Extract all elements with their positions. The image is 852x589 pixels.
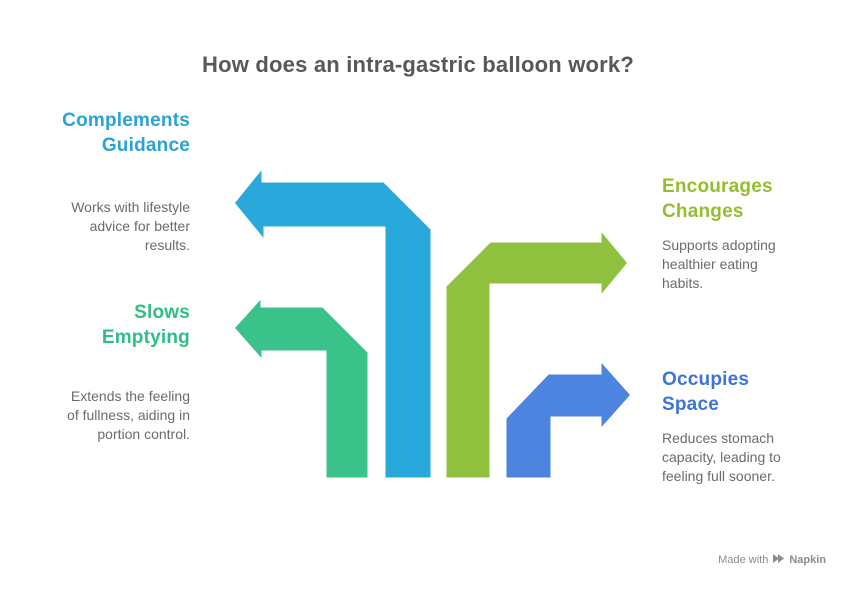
occupies-space-body: Reduces stomach capacity, leading to fee… [662,430,781,484]
watermark-brand-label: Napkin [789,554,826,566]
slows-emptying-body: Extends the feeling of fullness, aiding … [67,388,190,442]
section-complements-guidance: Complements Guidance Works with lifestyl… [0,108,190,255]
occupies-space-heading: Occupies Space [662,369,750,415]
napkin-logo-icon [772,553,785,567]
arrow-slows-emptying [230,292,371,481]
arrow-encourages-changes [443,223,631,481]
arrow-occupies-space [503,355,635,481]
section-encourages-changes: Encourages Changes Supports adopting hea… [662,174,842,293]
slows-emptying-heading: Slows Emptying [101,302,190,348]
complements-guidance-heading: Complements Guidance [62,110,190,156]
section-occupies-space: Occupies Space Reduces stomach capacity,… [662,367,842,486]
encourages-changes-body: Supports adopting healthier eating habit… [662,237,776,291]
arrow-complements-guidance [231,161,434,481]
watermark: Made with Napkin [718,553,826,567]
page-title: How does an intra-gastric balloon work? [202,52,634,77]
complements-guidance-body: Works with lifestyle advice for better r… [71,199,190,253]
watermark-made-with-label: Made with [718,554,769,566]
section-slows-emptying: Slows Emptying Extends the feeling of fu… [0,300,190,444]
encourages-changes-heading: Encourages Changes [662,176,773,222]
